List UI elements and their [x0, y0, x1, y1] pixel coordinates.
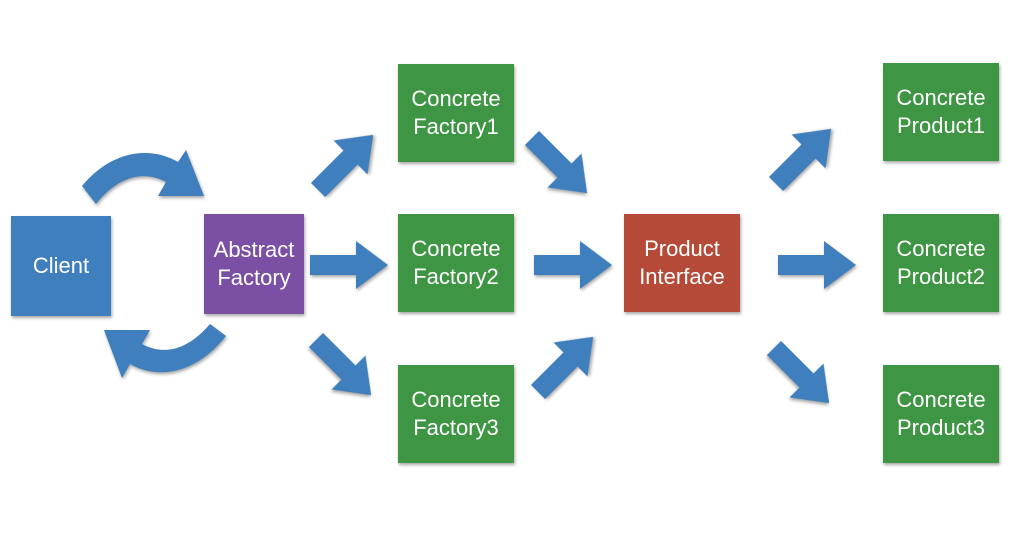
abstract-factory-box: Abstract Factory [204, 214, 304, 314]
arrow-product-to-product3 [757, 331, 847, 421]
arrow-abstract-to-factory2 [310, 241, 388, 289]
arrow-factory1-to-product [515, 121, 605, 211]
arrow-factory3-to-product [521, 319, 611, 409]
abstract-factory-label: Abstract Factory [213, 237, 295, 290]
concrete-factory-3-label: Concrete Factory3 [411, 387, 501, 440]
concrete-product-2-label: Concrete Product2 [896, 236, 986, 289]
client-box: Client [11, 216, 111, 316]
concrete-product-3-box: Concrete Product3 [883, 365, 999, 463]
concrete-product-2-box: Concrete Product2 [883, 214, 999, 312]
arrow-abstract-to-factory3 [299, 323, 389, 413]
concrete-factory-1-box: Concrete Factory1 [398, 64, 514, 162]
concrete-factory-1-label: Concrete Factory1 [411, 86, 501, 139]
curved-arrow-abstract-to-client [104, 324, 226, 378]
product-interface-label: Product Interface [639, 236, 725, 289]
arrow-product-to-product2 [778, 241, 856, 289]
concrete-factory-3-box: Concrete Factory3 [398, 365, 514, 463]
arrow-abstract-to-factory1 [301, 117, 391, 207]
product-interface-box: Product Interface [624, 214, 740, 312]
concrete-product-1-label: Concrete Product1 [896, 85, 986, 138]
arrow-product-to-product1 [759, 111, 849, 201]
concrete-factory-2-label: Concrete Factory2 [411, 236, 501, 289]
concrete-product-1-box: Concrete Product1 [883, 63, 999, 161]
concrete-factory-2-box: Concrete Factory2 [398, 214, 514, 312]
client-label: Client [32, 253, 90, 278]
concrete-product-3-label: Concrete Product3 [896, 387, 986, 440]
arrow-factory2-to-product [534, 241, 612, 289]
curved-arrow-client-to-abstract [82, 150, 204, 204]
